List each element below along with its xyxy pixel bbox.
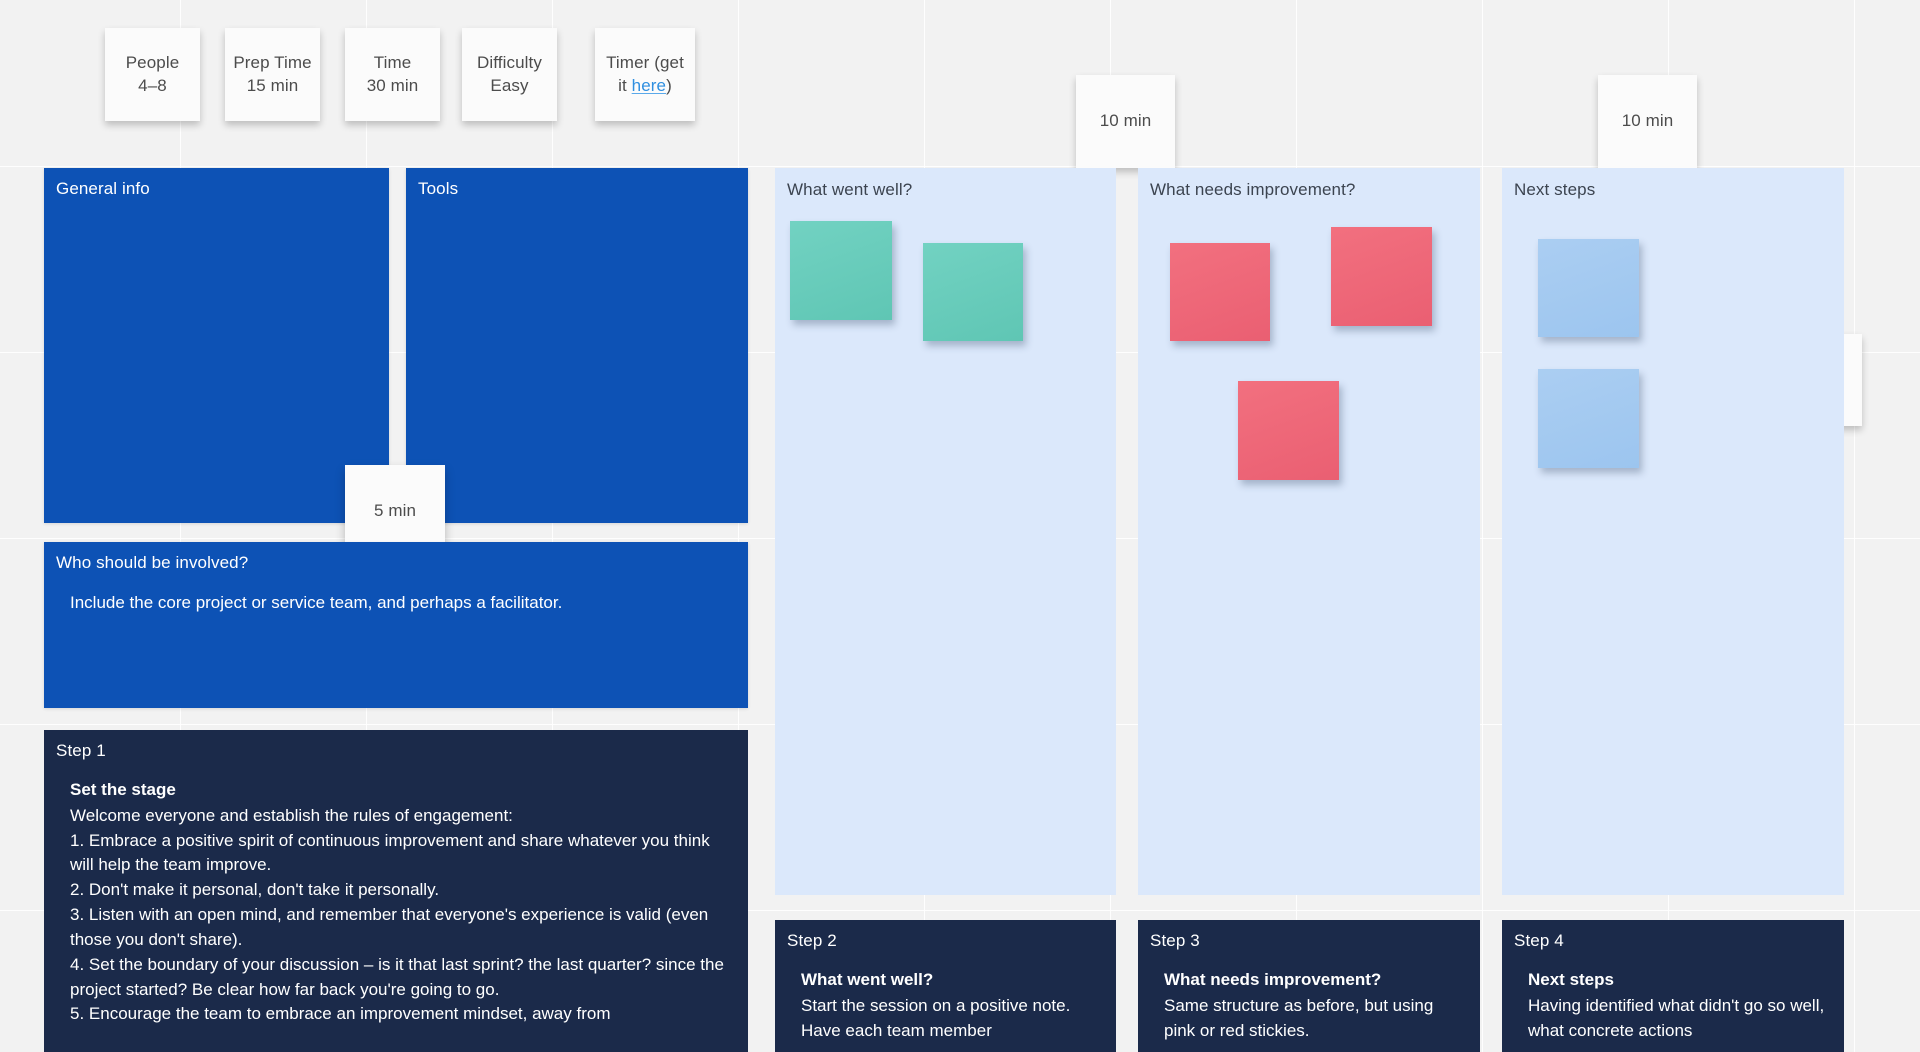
meta-note-time[interactable]: Time 30 min (345, 28, 440, 121)
step-panel-2[interactable]: 2 Step 2 What went well? Start the sessi… (775, 920, 1116, 1052)
step-panel-4-text: Having identified what didn't go so well… (1528, 995, 1825, 1040)
meta-note-timer-line1: Timer (get (606, 53, 684, 73)
step-panel-4-body: Next steps Having identified what didn't… (1502, 951, 1844, 1052)
step-panel-1-body: Set the stage Welcome everyone and estab… (44, 761, 748, 1037)
step-panel-1-heading: Set the stage (70, 780, 176, 799)
meta-note-prep-time-label: Prep Time (233, 53, 312, 73)
time-note-general-info-label: 5 min (373, 501, 417, 521)
step-panel-3-body: What needs improvement? Same structure a… (1138, 951, 1480, 1052)
step-panel-2-text: Start the session on a positive note. Ha… (801, 995, 1071, 1040)
step-panel-3[interactable]: 3 Step 3 What needs improvement? Same st… (1138, 920, 1480, 1052)
panel-general-info-title: General info (56, 179, 150, 198)
meta-note-time-label: Time (373, 53, 412, 73)
step-panel-1-label: Step 1 (56, 741, 106, 760)
sticky-note-pink-1[interactable] (1170, 243, 1270, 341)
sticky-note-pink-2[interactable] (1331, 227, 1432, 326)
sticky-note-green-2[interactable] (923, 243, 1023, 341)
meta-note-timer-post: ) (666, 75, 672, 95)
column-next-steps-title: Next steps (1514, 180, 1596, 199)
panel-who-involved-body: Include the core project or service team… (70, 593, 563, 612)
time-note-what-went-well-label: 10 min (1099, 111, 1152, 131)
time-note-next-steps-top[interactable]: 10 min (1598, 75, 1697, 168)
meta-note-people-value: 4–8 (138, 75, 167, 95)
column-what-went-well-title: What went well? (787, 180, 913, 199)
meta-note-people[interactable]: People 4–8 (105, 28, 200, 121)
meta-note-people-label: People (125, 53, 180, 73)
panel-tools[interactable]: Tools (406, 168, 748, 523)
panel-general-info[interactable]: General info (44, 168, 389, 523)
meta-note-time-value: 30 min (366, 75, 419, 95)
sticky-note-blue-1[interactable] (1538, 239, 1639, 337)
meta-note-difficulty-value: Easy (490, 75, 529, 95)
meta-note-prep-time-value: 15 min (246, 75, 299, 95)
time-note-what-went-well[interactable]: 10 min (1076, 75, 1175, 168)
meta-note-prep-time[interactable]: Prep Time 15 min (225, 28, 320, 121)
sticky-note-pink-3[interactable] (1238, 381, 1339, 480)
step-panel-3-text: Same structure as before, but using pink… (1164, 995, 1434, 1040)
meta-note-timer[interactable]: Timer (get it here) (595, 28, 695, 121)
step-panel-4[interactable]: 4 Step 4 Next steps Having identified wh… (1502, 920, 1844, 1052)
timer-link[interactable]: here (631, 75, 667, 95)
step-panel-1-text: Welcome everyone and establish the rules… (70, 805, 724, 1024)
meta-note-difficulty[interactable]: Difficulty Easy (462, 28, 557, 121)
step-panel-2-label: Step 2 (787, 931, 837, 950)
sticky-note-green-1[interactable] (790, 221, 892, 320)
meta-note-timer-line2: it here) (606, 75, 684, 97)
time-note-next-steps-top-label: 10 min (1621, 111, 1674, 131)
step-panel-2-body: What went well? Start the session on a p… (775, 951, 1116, 1052)
panel-who-involved[interactable]: Who should be involved? Include the core… (44, 542, 748, 708)
panel-tools-title: Tools (418, 179, 459, 198)
meta-note-difficulty-label: Difficulty (477, 53, 542, 73)
step-panel-3-heading: What needs improvement? (1164, 970, 1382, 989)
meta-note-timer-mid: it (618, 75, 632, 95)
panel-who-involved-title: Who should be involved? (56, 553, 249, 572)
step-panel-1[interactable]: 1 Step 1 Set the stage Welcome everyone … (44, 730, 748, 1052)
column-what-needs-improvement-title: What needs improvement? (1150, 180, 1356, 199)
sticky-note-blue-2[interactable] (1538, 369, 1639, 468)
step-panel-3-label: Step 3 (1150, 931, 1200, 950)
step-panel-4-label: Step 4 (1514, 931, 1564, 950)
step-panel-4-heading: Next steps (1528, 970, 1614, 989)
step-panel-2-heading: What went well? (801, 970, 934, 989)
connector-line-general-info (387, 238, 389, 478)
